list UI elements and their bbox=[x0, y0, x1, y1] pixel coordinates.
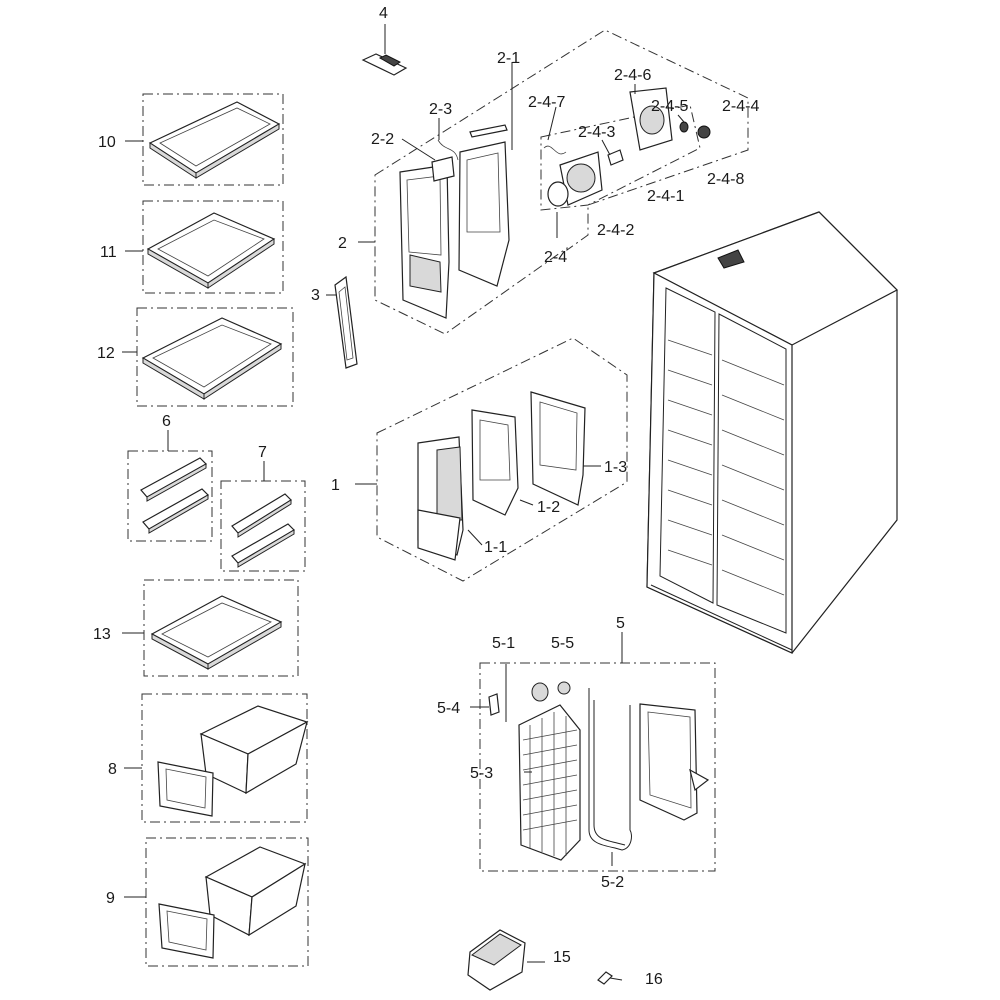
label-5-5: 5-5 bbox=[551, 635, 574, 652]
label-2-4-6: 2-4-6 bbox=[614, 67, 651, 84]
label-5-2: 5-2 bbox=[601, 874, 624, 891]
evaporator-fins bbox=[522, 712, 578, 856]
label-8: 8 bbox=[108, 761, 117, 778]
shelf-10 bbox=[125, 93, 284, 186]
label-2-4-3: 2-4-3 bbox=[578, 124, 615, 141]
label-2-4: 2-4 bbox=[544, 249, 567, 266]
group-1 bbox=[355, 337, 628, 582]
label-2-4-8: 2-4-8 bbox=[707, 171, 744, 188]
drawer-9 bbox=[124, 837, 309, 967]
freezer-shelves bbox=[667, 339, 713, 566]
rail-set-6 bbox=[127, 430, 213, 542]
label-3: 3 bbox=[311, 287, 320, 304]
label-5-4: 5-4 bbox=[437, 700, 460, 717]
label-2-2: 2-2 bbox=[371, 131, 394, 148]
refrigerator-cabinet bbox=[646, 211, 899, 654]
group-5 bbox=[470, 632, 716, 872]
label-5: 5 bbox=[616, 615, 625, 632]
label-5-1: 5-1 bbox=[492, 635, 515, 652]
bracket-4 bbox=[361, 24, 408, 76]
group-2 bbox=[358, 29, 749, 335]
label-1-1: 1-1 bbox=[484, 539, 507, 556]
label-2-4-5: 2-4-5 bbox=[651, 98, 688, 115]
label-16: 16 bbox=[645, 971, 663, 988]
gasket-3 bbox=[326, 275, 358, 369]
label-1: 1 bbox=[331, 477, 340, 494]
label-4: 4 bbox=[379, 5, 388, 22]
label-2-4-7: 2-4-7 bbox=[528, 94, 565, 111]
label-6: 6 bbox=[162, 413, 171, 430]
label-5-3: 5-3 bbox=[470, 765, 493, 782]
label-13: 13 bbox=[93, 626, 111, 643]
ice-bucket-15 bbox=[467, 929, 545, 991]
fridge-shelves bbox=[721, 359, 785, 596]
label-2-1: 2-1 bbox=[497, 50, 520, 67]
label-9: 9 bbox=[106, 890, 115, 907]
label-2-4-4: 2-4-4 bbox=[722, 98, 759, 115]
screw-16 bbox=[597, 971, 623, 985]
label-2-4-1: 2-4-1 bbox=[647, 188, 684, 205]
label-7: 7 bbox=[258, 444, 267, 461]
shelf-12 bbox=[122, 307, 294, 407]
label-10: 10 bbox=[98, 134, 116, 151]
label-2: 2 bbox=[338, 235, 347, 252]
label-15: 15 bbox=[553, 949, 571, 966]
label-12: 12 bbox=[97, 345, 115, 362]
shelf-13 bbox=[122, 579, 299, 677]
label-11: 11 bbox=[100, 244, 117, 261]
label-1-2: 1-2 bbox=[537, 499, 560, 516]
label-2-3: 2-3 bbox=[429, 101, 452, 118]
rail-set-7 bbox=[220, 461, 306, 572]
shelf-11 bbox=[125, 200, 284, 294]
label-1-3: 1-3 bbox=[604, 459, 627, 476]
label-2-4-2: 2-4-2 bbox=[597, 222, 634, 239]
callout-labels: 4 2-1 2-4-6 2-4-7 2-3 2-4-5 2-4-4 2-4-3 … bbox=[93, 5, 759, 988]
drawer-8 bbox=[124, 693, 309, 823]
